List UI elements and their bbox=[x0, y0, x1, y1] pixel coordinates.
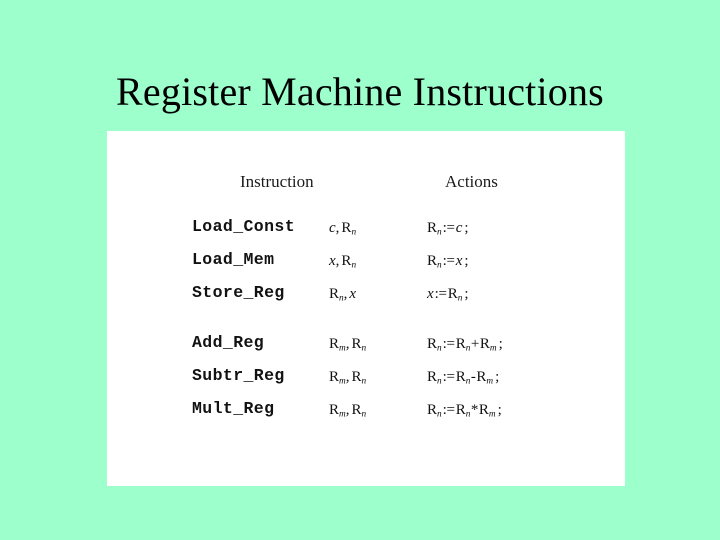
instruction-action: Rn:=Rn*Rm; bbox=[427, 402, 502, 420]
instruction-name: Subtr_Reg bbox=[192, 366, 285, 385]
instruction-name: Load_Mem bbox=[192, 250, 275, 269]
instruction-name: Load_Const bbox=[192, 217, 296, 236]
instruction-action: Rn:=Rn-Rm; bbox=[427, 369, 500, 387]
instruction-operands: Rn,x bbox=[329, 286, 357, 304]
table-row: Add_Reg Rm,Rn Rn:=Rn+Rm; bbox=[107, 332, 625, 358]
table-row: Mult_Reg Rm,Rn Rn:=Rn*Rm; bbox=[107, 398, 625, 424]
instruction-operands: c,Rn bbox=[329, 220, 357, 238]
instruction-operands: x,Rn bbox=[329, 253, 357, 271]
instruction-action: Rn:=c; bbox=[427, 220, 469, 238]
instruction-action: x:=Rn; bbox=[427, 286, 469, 304]
table-row: Store_Reg Rn,x x:=Rn; bbox=[107, 282, 625, 308]
page-title: Register Machine Instructions bbox=[116, 69, 604, 114]
instruction-name: Mult_Reg bbox=[192, 399, 275, 418]
table-row: Subtr_Reg Rm,Rn Rn:=Rn-Rm; bbox=[107, 365, 625, 391]
instruction-action: Rn:=Rn+Rm; bbox=[427, 336, 503, 354]
table-row: Load_Mem x,Rn Rn:=x; bbox=[107, 249, 625, 275]
instruction-name: Add_Reg bbox=[192, 333, 265, 352]
table-row: Load_Const c,Rn Rn:=c; bbox=[107, 216, 625, 242]
figure-panel: Instruction Actions Load_Const c,Rn Rn:=c;… bbox=[107, 131, 625, 486]
instruction-operands: Rm,Rn bbox=[329, 369, 367, 387]
instruction-operands: Rm,Rn bbox=[329, 336, 367, 354]
instruction-name: Store_Reg bbox=[192, 283, 285, 302]
column-header-instruction: Instruction bbox=[240, 172, 314, 191]
instruction-table: Instruction Actions Load_Const c,Rn Rn:=c;… bbox=[107, 131, 625, 486]
instruction-action: Rn:=x; bbox=[427, 253, 469, 271]
column-header-actions: Actions bbox=[445, 172, 498, 191]
instruction-operands: Rm,Rn bbox=[329, 402, 367, 420]
